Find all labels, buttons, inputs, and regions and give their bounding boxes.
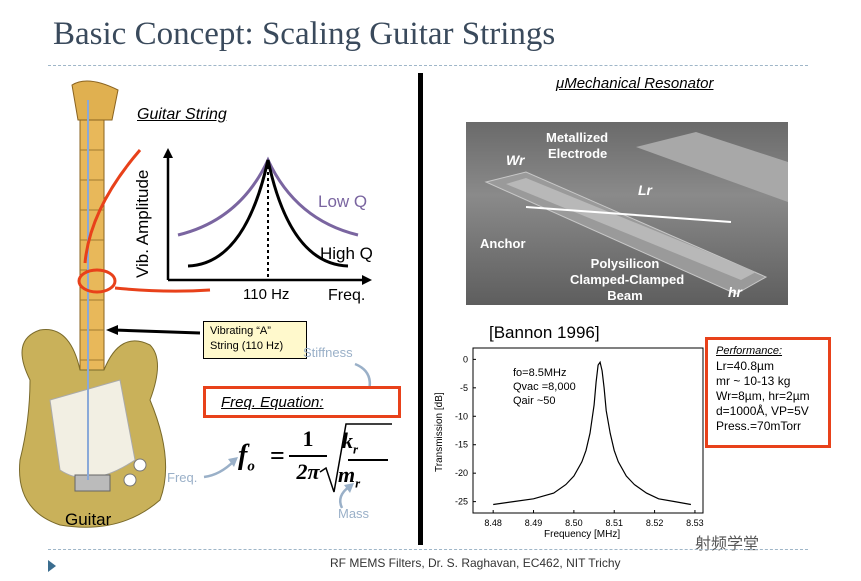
sem-wr: Wr (506, 152, 525, 168)
freq-axis-label: Freq. (328, 287, 366, 304)
callout-arrow (106, 325, 201, 335)
string-vibration-sketch (77, 149, 211, 294)
equation-f-sub: o (247, 458, 255, 475)
transmission-chart: 8.48 8.49 8.50 8.51 8.52 8.53 0 -5 -10 -15 -20 -25 (455, 347, 704, 528)
mass-label: Mass (338, 506, 370, 521)
y-tick-label: -25 (455, 497, 468, 507)
sem-poly-1: Polysilicon (590, 256, 660, 271)
perf-line-4: d=1000Å, VP=5V (716, 404, 809, 418)
mass-arrow (339, 483, 354, 509)
resonance-params: fo=8.5MHz Qvac =8,000 Qair ~50 (513, 366, 576, 408)
low-q-label: Low Q (318, 192, 368, 211)
resonator-label: μMechanical Resonator (556, 75, 714, 92)
sem-poly-3: Beam (607, 288, 643, 303)
sem-metallized: Metallized (546, 130, 609, 145)
equation-fraction-bar (289, 455, 327, 457)
guitar-label: Guitar (65, 510, 112, 529)
freq-arrow (203, 457, 238, 479)
equation-equals: = (270, 441, 285, 470)
top-divider (48, 65, 808, 66)
sem-anchor: Anchor (480, 236, 526, 251)
y-tick-label: -5 (460, 383, 468, 393)
citation-label: [Bannon 1996] (489, 323, 600, 342)
sem-poly-2: Clamped-Clamped (570, 272, 685, 287)
perf-line-3: Wr=8µm, hr=2µm (716, 389, 810, 403)
performance-title: Performance: (716, 345, 783, 357)
freq-label: Freq. (167, 470, 198, 485)
callout-line-1: Vibrating “A” (210, 325, 271, 337)
guitar-string-label: Guitar String (137, 106, 227, 123)
chart-frame (472, 347, 704, 514)
vibrating-string-callout: Vibrating “A” String (110 Hz) (203, 321, 307, 359)
sem-image: Metallized Electrode Wr Lr Anchor Polysi… (466, 122, 788, 305)
guitar-image (19, 80, 167, 528)
footer-text: RF MEMS Filters, Dr. S. Raghavan, EC462,… (330, 556, 621, 570)
y-tick-label: -15 (455, 440, 468, 450)
perf-line-2: mr ~ 10-13 kg (716, 374, 791, 388)
bottom-divider (48, 549, 808, 550)
perf-line-1: Lr=40.8µm (716, 359, 774, 373)
freq-equation-box: Freq. Equation: (203, 386, 401, 418)
perf-line-5: Press.=70mTorr (716, 419, 802, 433)
sem-hr: hr (728, 284, 742, 300)
performance-box: Performance: Lr=40.8µm mr ~ 10-13 kg Wr=… (705, 337, 831, 448)
high-q-label: High Q (320, 244, 373, 263)
x-tick-label: 8.53 (686, 518, 704, 528)
x-tick-label: 8.48 (484, 518, 502, 528)
stiffness-label: Stiffness (303, 345, 353, 360)
equation-fo: fo (238, 440, 255, 476)
equation-denominator: 2π (296, 459, 320, 484)
equation-k: kr (342, 428, 358, 457)
equation-numerator: 1 (302, 426, 314, 451)
freq-equation-label: Freq. Equation: (221, 394, 324, 411)
nav-triangle-icon[interactable] (48, 560, 56, 572)
equation-m: mr (338, 462, 360, 491)
equation-k-sub: r (353, 441, 359, 457)
x-tick-label: 8.49 (525, 518, 543, 528)
qvac-text: Qvac =8,000 (513, 381, 576, 393)
center-divider (418, 73, 423, 545)
fo-text: fo=8.5MHz (513, 367, 567, 379)
resonance-curve-plot (163, 148, 372, 285)
equation-k-letter: k (342, 428, 353, 453)
chart-ylabel: Transmission [dB] (434, 392, 445, 472)
sem-beam-sketch (484, 132, 788, 295)
sem-electrode: Electrode (548, 146, 608, 161)
qair-text: Qair ~50 (513, 395, 556, 407)
transmission-series-line (493, 360, 692, 506)
y-tick-label: -10 (455, 411, 468, 421)
slide-title: Basic Concept: Scaling Guitar Strings (53, 16, 556, 52)
callout-line-2: String (110 Hz) (210, 340, 284, 352)
equation-f: f (238, 440, 248, 471)
watermark: 射频学堂 (695, 536, 760, 553)
y-tick-label: -20 (455, 468, 468, 478)
y-axis-label: Vib. Amplitude (133, 169, 152, 278)
freq-tick-label: 110 Hz (243, 286, 290, 303)
y-tick-label: 0 (463, 354, 468, 364)
chart-xlabel: Frequency [MHz] (544, 529, 621, 540)
equation-m-letter: m (338, 462, 356, 487)
sem-lr: Lr (638, 182, 652, 198)
equation-sqrt (319, 423, 392, 493)
x-tick-label: 8.51 (605, 518, 623, 528)
x-tick-label: 8.50 (565, 518, 583, 528)
x-tick-label: 8.52 (646, 518, 664, 528)
equation-m-sub: r (355, 475, 361, 491)
